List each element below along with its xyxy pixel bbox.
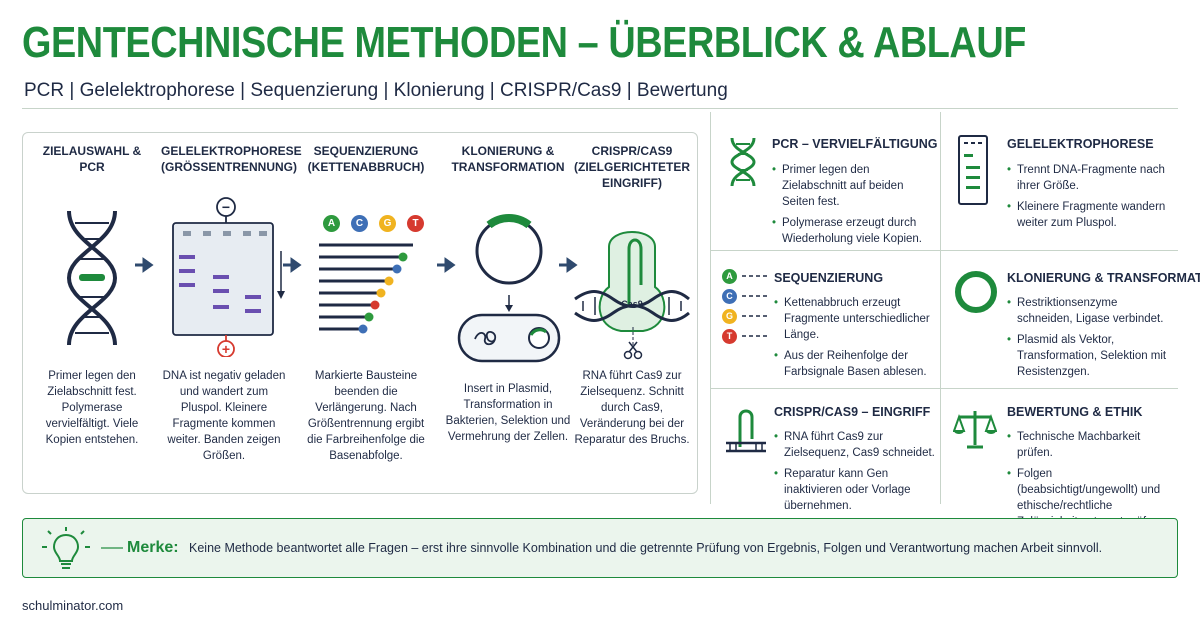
flow-step-title: Klonierung & Transformation [451, 144, 565, 174]
card-list: Kettenabbruch erzeugt Fragmente untersch… [774, 295, 932, 385]
card-list-item: Reparatur kann Gen inaktivieren oder Vor… [774, 466, 936, 514]
base-g-badge: G [379, 215, 396, 232]
card-list: Primer legen den Zielabschnitt auf beide… [772, 162, 932, 252]
flow-arrow-icon [559, 257, 578, 273]
card-title: Klonierung & Transformation [1007, 271, 1200, 285]
flow-step-title: Sequenzierung (Kettenabbruch) [307, 144, 425, 174]
base-a-badge: A [722, 269, 737, 284]
migration-arrow-icon [277, 251, 285, 299]
card-pcr: PCR – Vervielfältigung Primer legen den … [710, 112, 940, 250]
flow-step-description: DNA ist negativ geladen und wandert zum … [162, 370, 286, 462]
crispr-icon [726, 409, 766, 453]
base-c-badge: C [722, 289, 737, 304]
merke-text: Keine Methode beantwortet alle Fragen – … [189, 541, 1103, 555]
grid-divider [710, 388, 1178, 389]
grid-divider [710, 112, 711, 504]
cas9-complex-icon [574, 231, 690, 360]
footer-source: schulminator.com [22, 598, 124, 613]
card-klonierung: Klonierung & Transformation Restriktions… [941, 251, 1200, 388]
plasmid-icon [955, 271, 997, 313]
card-gelelektrophorese: Gelelektrophorese Trennt DNA-Fragmente n… [941, 112, 1178, 250]
flow-step-description: Primer legen den Zielabschnitt fest. Pol… [45, 370, 139, 446]
base-t-badge: T [407, 215, 424, 232]
card-list: RNA führt Cas9 zur Zielsequenz, Cas9 sch… [774, 429, 936, 519]
flow-step-klonierung: Klonierung & Transformation Insert in Pl… [445, 143, 571, 443]
card-list-item: Kettenabbruch erzeugt Fragmente untersch… [774, 295, 932, 343]
card-list-item: Kleinere Fragmente wandern weiter zum Pl… [1007, 199, 1167, 231]
gel-chamber-icon [172, 197, 274, 357]
card-title: Gelelektrophorese [1007, 137, 1154, 151]
card-list: Trennt DNA-Fragmente nach ihrer Größe. K… [1007, 162, 1167, 236]
header-divider [22, 108, 1178, 109]
flow-step-crispr: CRISPR/Cas9 (zielgerichteter Eingriff) C… [569, 143, 695, 446]
base-c-badge: C [351, 215, 368, 232]
card-title: Bewertung & Ethik [1007, 405, 1143, 419]
base-g-badge: G [722, 309, 737, 324]
card-crispr: CRISPR/Cas9 – Eingriff RNA führt Cas9 zu… [710, 389, 940, 512]
card-title: Sequenzierung [774, 271, 884, 285]
gel-minus-sign: − [221, 199, 231, 215]
flow-step-title: Gelelektrophorese (Grössentrennung) [161, 144, 302, 174]
base-t-badge: T [722, 329, 737, 344]
page-subtitle: PCR | Gelelektrophorese | Sequenzierung … [24, 80, 728, 101]
flow-step-description: Markierte Bausteine beenden die Verlänge… [307, 370, 425, 462]
card-sequenzierung: A C G T Sequenzierung Kettenabbruch erze… [710, 251, 940, 388]
sequencing-fragments-icon [319, 243, 413, 334]
grid-divider [940, 112, 941, 504]
process-flow-panel: Zielauswahl & PCR Primer legen den Ziela… [22, 132, 698, 494]
dashed-lines-icon [742, 275, 768, 337]
dna-helix-icon [730, 137, 756, 187]
cas9-label: Cas9 [621, 299, 643, 309]
gel-icon [958, 135, 988, 205]
card-title: PCR – Vervielfältigung [772, 137, 938, 151]
flow-step-pcr: Zielauswahl & PCR Primer legen den Ziela… [29, 143, 155, 446]
plasmid-bacterium-icon [457, 213, 561, 363]
card-list-item: RNA führt Cas9 zur Zielsequenz, Cas9 sch… [774, 429, 936, 461]
card-list-item: Technische Machbarkeit prüfen. [1007, 429, 1169, 461]
gel-plus-sign: + [221, 341, 231, 357]
card-list: Restriktionsenzyme schneiden, Ligase ver… [1007, 295, 1173, 385]
flow-step-title: CRISPR/Cas9 (zielgerichteter Eingriff) [574, 144, 690, 190]
dna-helix-icon [66, 210, 118, 346]
card-list-item: Restriktionsenzyme schneiden, Ligase ver… [1007, 295, 1173, 327]
flow-step-gelelektrophorese: Gelelektrophorese (Grössentrennung) DNA … [161, 143, 302, 462]
card-list-item: Polymerase erzeugt durch Wiederholung vi… [772, 215, 932, 247]
flow-step-title: Zielauswahl & PCR [42, 144, 142, 174]
page-title: GENTECHNISCHE METHODEN – ÜBERBLICK & ABL… [22, 18, 1026, 67]
card-title: CRISPR/Cas9 – Eingriff [774, 405, 931, 419]
merke-label: Merke: [127, 539, 179, 556]
merke-dash [101, 547, 123, 549]
card-list-item: Trennt DNA-Fragmente nach ihrer Größe. [1007, 162, 1167, 194]
base-legend: A C G T [722, 269, 772, 349]
card-bewertung: Bewertung & Ethik Technische Machbarkeit… [941, 389, 1178, 528]
flow-arrow-icon [437, 257, 456, 273]
card-list-item: Aus der Reihenfolge der Farbsignale Base… [774, 348, 932, 380]
card-list-item: Primer legen den Zielabschnitt auf beide… [772, 162, 932, 210]
flow-arrow-icon [135, 257, 154, 273]
flow-step-description: RNA führt Cas9 zur Zielsequenz. Schnitt … [574, 370, 690, 446]
card-list-item: Plasmid als Vektor, Transformation, Sele… [1007, 332, 1173, 380]
flow-step-description: Insert in Plasmid, Transformation in Bak… [445, 383, 571, 443]
base-labels: A C G T [323, 215, 424, 235]
flow-arrow-icon [283, 257, 302, 273]
scale-icon [953, 411, 997, 449]
merke-box: Merke: Keine Methode beantwortet alle Fr… [22, 518, 1178, 578]
grid-divider [710, 250, 1178, 251]
flow-step-sequenzierung: Sequenzierung (Kettenabbruch) A C G T Ma… [303, 143, 429, 462]
base-a-badge: A [323, 215, 340, 232]
lightbulb-icon [42, 527, 90, 569]
